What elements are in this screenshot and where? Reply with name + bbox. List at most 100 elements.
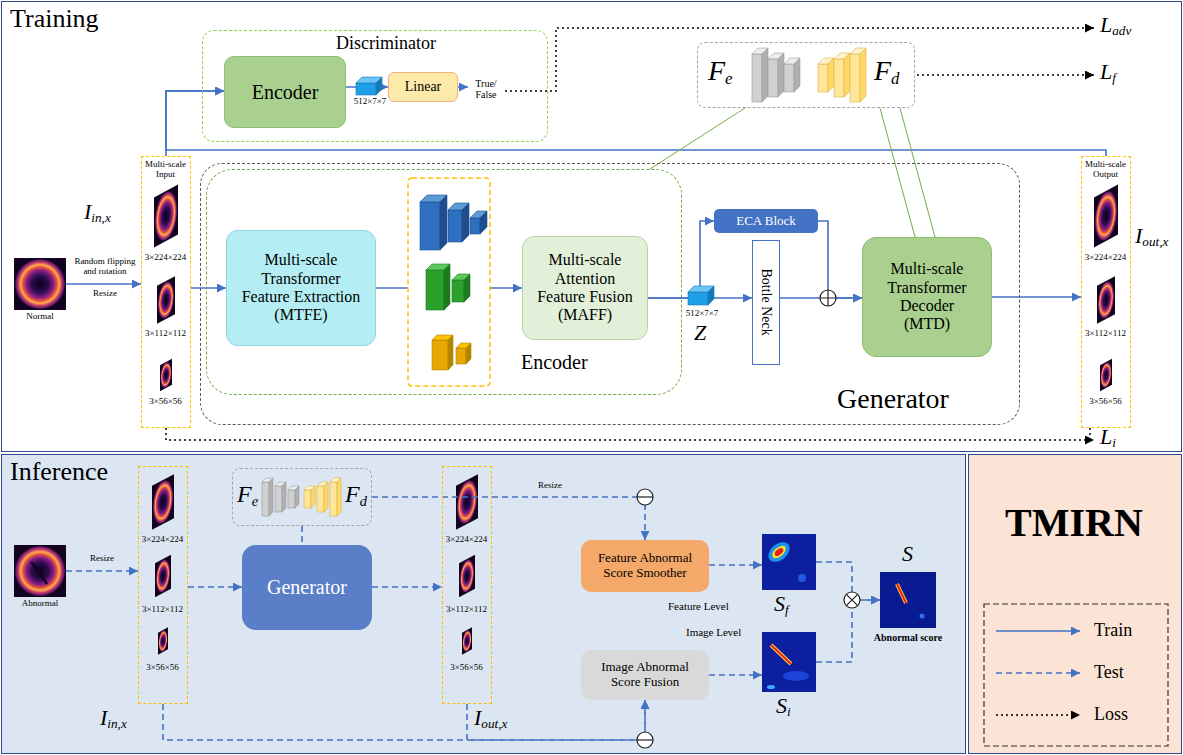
feature-pyramid xyxy=(466,343,471,364)
stack-images xyxy=(152,474,174,530)
level-note: Feature Level xyxy=(668,600,729,612)
tensor-cube xyxy=(376,77,382,95)
connector xyxy=(66,570,138,572)
connector xyxy=(372,586,442,588)
heatmap xyxy=(762,534,816,590)
stack-images xyxy=(158,627,168,654)
math-symbol: Iin,x xyxy=(100,706,127,730)
connector xyxy=(818,221,862,298)
feature-blocks xyxy=(762,48,768,102)
process-box: Multi-scale Attention Feature Fusion (MA… xyxy=(522,236,648,340)
connector xyxy=(709,674,762,676)
node-label: Fe xyxy=(237,481,258,507)
subscript: adv xyxy=(1112,23,1131,38)
feature-pyramid xyxy=(426,270,444,310)
node-label-holder: 3×224×224 xyxy=(1082,253,1129,263)
box-label: Multi-scale Transformer Feature Extracti… xyxy=(236,251,366,325)
subscript: out,x xyxy=(481,716,507,731)
loss-line xyxy=(166,28,1094,440)
tensor-cube xyxy=(688,292,708,305)
label-holder: Iin,x xyxy=(84,200,111,224)
node-label: 3×56×56 xyxy=(443,663,490,673)
heatmap xyxy=(767,685,775,689)
stack-images xyxy=(153,476,173,529)
loss-symbol: Lf xyxy=(1100,60,1116,84)
feature-pyramid xyxy=(420,195,487,250)
stack-images xyxy=(157,276,175,324)
process-box: Multi-scale Transformer Decoder (MTD) xyxy=(862,237,992,357)
panel: InferenceAbnormal3×224×2243×112×1123×56×… xyxy=(1,454,966,754)
connector xyxy=(467,700,645,740)
node-label-holder: Discriminator xyxy=(316,34,456,54)
heatmap xyxy=(897,584,906,603)
feature-blocks xyxy=(317,486,324,512)
feature-pyramid xyxy=(408,178,490,386)
subscript: i xyxy=(787,704,791,719)
stack-images xyxy=(1097,276,1115,324)
legend-line xyxy=(996,714,1080,716)
step-note: Random flipping and rotation xyxy=(68,257,142,277)
connector xyxy=(191,287,226,289)
subscript: d xyxy=(360,493,367,509)
stack-images xyxy=(154,185,178,248)
feature-blocks xyxy=(330,482,337,516)
stack-images xyxy=(456,474,478,530)
stack-images xyxy=(156,556,170,595)
process-box: Image Abnormal Score Fusion xyxy=(581,650,709,700)
label-holder: Random flipping and rotation xyxy=(68,257,142,277)
heatmap xyxy=(920,614,925,619)
legend-line xyxy=(996,630,1080,632)
node-label: 3×56×56 xyxy=(142,397,189,407)
subscript: e xyxy=(725,69,732,88)
node-label-holder: S xyxy=(902,542,913,566)
math-symbol: Z xyxy=(694,321,706,345)
label-holder: Image Level xyxy=(686,626,741,638)
connectors xyxy=(66,87,1106,740)
stack-images xyxy=(161,360,172,391)
node-label-holder: Normal xyxy=(6,312,74,322)
normal-image xyxy=(14,258,66,310)
math-symbol: Iin,x xyxy=(84,200,111,224)
normal-image xyxy=(14,258,66,310)
stack-images xyxy=(155,555,171,598)
node-label-holder: 3×224×224 xyxy=(139,535,186,545)
node-label: 3×224×224 xyxy=(142,253,189,263)
node-label: Fd xyxy=(345,481,367,507)
stack-images xyxy=(1100,359,1112,391)
loss-symbol: Li xyxy=(1100,425,1116,449)
feature-blocks xyxy=(784,64,794,92)
panel: TrainingDiscriminatorEncoderLinearFeFdNo… xyxy=(1,1,1182,452)
node-label: 3×224×224 xyxy=(443,535,490,545)
box-label: Feature Abnormal Score Smoother xyxy=(591,551,699,581)
node-label: Encoder xyxy=(521,351,588,373)
feature-blocks xyxy=(304,490,311,508)
legend-label: Train xyxy=(1094,620,1132,641)
feature-blocks xyxy=(288,490,295,508)
stack-images xyxy=(160,359,172,391)
loss-line xyxy=(917,74,1094,76)
group-box: GeneratorEncoderMulti-scale Transformer … xyxy=(200,163,1020,425)
node-label: 3×224×224 xyxy=(139,535,186,545)
math-symbol: Iout,x xyxy=(474,706,507,730)
node-label-holder: 3×56×56 xyxy=(139,663,186,673)
legend-label: Loss xyxy=(1094,704,1128,725)
feature-blocks xyxy=(768,59,778,97)
abnormal-image xyxy=(14,545,66,597)
feature-blocks xyxy=(311,486,315,508)
node-label: Sf xyxy=(774,592,789,616)
stack-images xyxy=(1094,185,1118,248)
node-label: Abnormal xyxy=(6,599,74,609)
abnormal-image xyxy=(31,562,47,584)
step-note: Resize xyxy=(77,554,127,564)
box-label: ECA Block xyxy=(736,214,796,229)
node-label: Normal xyxy=(6,312,74,322)
feature-pyramid xyxy=(448,335,453,370)
node-label-holder: Si xyxy=(776,694,791,718)
subscript: d xyxy=(891,69,899,88)
label-holder: Iout,x xyxy=(474,706,507,730)
feature-blocks xyxy=(860,48,866,102)
